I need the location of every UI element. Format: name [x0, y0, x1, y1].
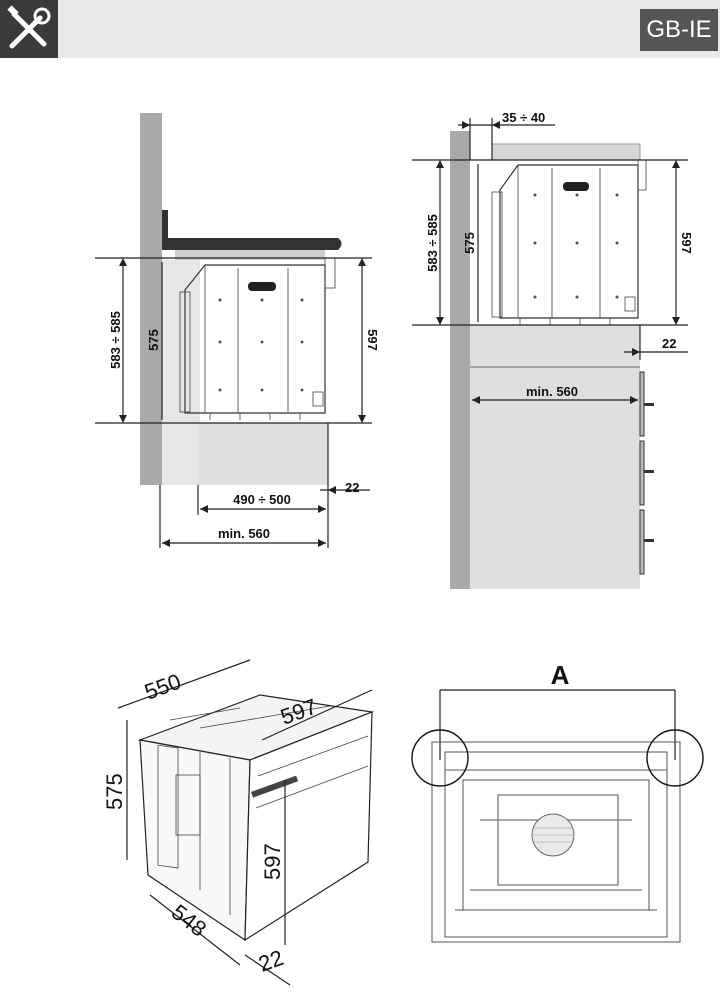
dim-height-front-col: 597: [679, 232, 694, 254]
dim-iso-height: 575: [102, 773, 127, 810]
dim-iso-front: 22: [255, 945, 287, 977]
wrench-screwdriver-icon: [0, 0, 58, 58]
column-diagram: 35 ÷ 40 583 ÷ 585 575 597 22 min. 560: [412, 110, 694, 589]
dim-height-cutout-col: 583 ÷ 585: [425, 214, 440, 272]
under-worktop-diagram: 583 ÷ 585 575 597 22 490 ÷ 500 min. 560: [95, 113, 380, 548]
dim-front: 22: [345, 480, 359, 495]
dim-height-oven: 575: [146, 329, 161, 351]
header-bar: [0, 0, 720, 58]
dim-min-depth-col: min. 560: [526, 384, 578, 399]
dim-iso-front-height: 597: [260, 843, 285, 880]
dim-height-cutout: 583 ÷ 585: [108, 311, 123, 369]
front-view-diagram: A: [411, 660, 704, 943]
dim-height-oven-col: 575: [462, 232, 477, 254]
dim-iso-width: 550: [141, 669, 184, 705]
dim-top-gap: 35 ÷ 40: [502, 110, 545, 125]
region-badge: GB-IE: [640, 9, 718, 51]
isometric-oven-diagram: 550 597 575 597 548 22: [102, 659, 375, 986]
label-a: A: [551, 660, 570, 690]
dim-front-col: 22: [662, 336, 676, 351]
dim-min-depth: min. 560: [218, 526, 270, 541]
dim-height-front: 597: [365, 329, 380, 351]
dim-depth: 490 ÷ 500: [233, 492, 291, 507]
